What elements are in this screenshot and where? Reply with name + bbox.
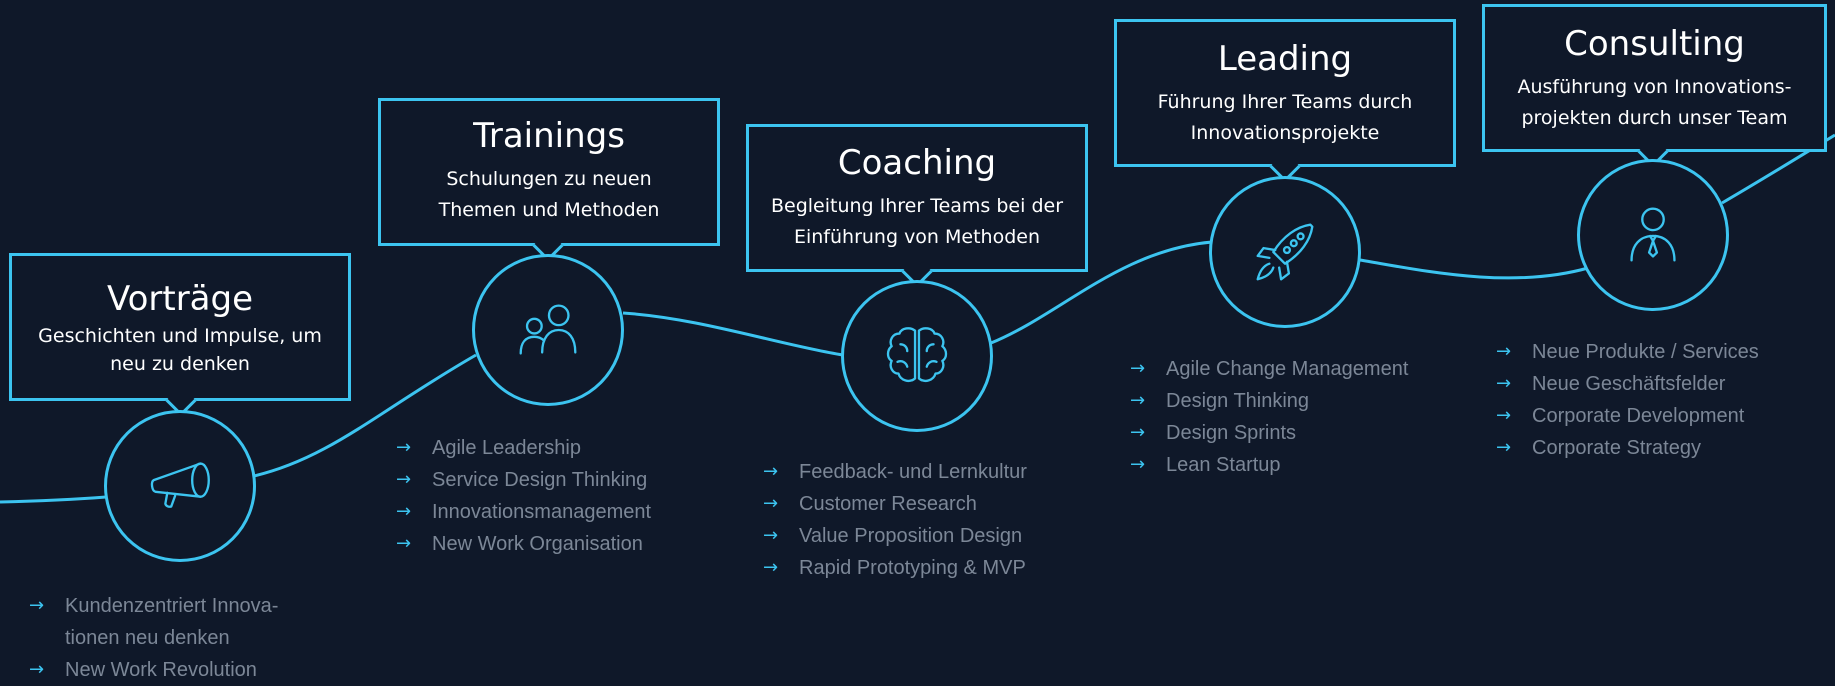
list-item-text: Design Sprints [1166,422,1297,444]
list-item: → Customer Research [763,488,1027,520]
list-item: → Service Design Thinking [396,464,651,496]
stage-box-consulting: Consulting Ausführung von Innovations- p… [1482,4,1827,152]
list-item: → New Work Organisation [396,528,651,560]
arrow-icon: → [29,659,45,680]
arrow-icon: → [1496,341,1512,362]
arrow-icon: → [1496,373,1512,394]
stage-node-coaching [841,280,993,432]
stage-node-leading [1209,176,1361,328]
list-item-text: Service Design Thinking [432,469,648,491]
list-item-text: Kundenzentriert Innova- tionen neu denke… [65,595,279,649]
stage-subtitle-line: Einführung von Methoden [793,226,1041,248]
list-item: → Rapid Prototyping & MVP [763,552,1027,584]
stage-node-consulting [1577,159,1729,311]
list-item-text: New Work Revolution [65,659,257,681]
list-item: → Design Thinking [1130,385,1408,417]
arrow-icon: → [763,525,779,546]
stage-subtitle-line: Führung Ihrer Teams durch [1157,91,1413,113]
stage-box-vortraege: Vorträge Geschichten und Impulse, um neu… [9,253,351,401]
list-item: → Corporate Development [1496,400,1759,432]
arrow-icon: → [29,595,45,616]
stage-subtitle-line: neu zu denken [110,353,250,375]
stage-box-coaching: Coaching Begleitung Ihrer Teams bei der … [746,124,1088,272]
list-item: → Neue Geschäftsfelder [1496,368,1759,400]
arrow-icon: → [396,501,412,522]
arrow-icon: → [396,533,412,554]
arrow-icon: → [1130,358,1146,379]
stage-list-leading: → Agile Change Management → Design Thinkin… [1130,353,1408,481]
list-item-text: Design Thinking [1166,390,1310,412]
list-item-text: New Work Organisation [432,533,643,555]
arrow-icon: → [396,437,412,458]
list-item-text: Rapid Prototyping & MVP [799,557,1026,579]
stage-subtitle-line: projekten durch unser Team [1521,107,1788,129]
arrow-icon: → [1496,405,1512,426]
stage-subtitle-line: Themen und Methoden [438,199,660,221]
stage-title: Coaching [837,143,997,183]
list-item-text: Customer Research [799,493,977,515]
list-item-text: Lean Startup [1166,454,1281,476]
list-item-text: Neue Produkte / Services [1532,341,1759,363]
list-item: → Agile Leadership [396,432,651,464]
stage-title: Trainings [473,116,625,156]
list-item-text: Value Proposition Design [799,525,1023,547]
stage-node-trainings [472,254,624,406]
list-item: → Design Sprints [1130,417,1408,449]
list-item-text: Neue Geschäftsfelder [1532,373,1726,395]
stage-list-trainings: → Agile Leadership → Service Design Thinki… [396,432,651,560]
arrow-icon: → [763,557,779,578]
list-item: → Lean Startup [1130,449,1408,481]
list-item-text: Feedback- und Lernkultur [799,461,1027,483]
list-item-text: Innovationsmanagement [432,501,652,523]
arrow-icon: → [396,469,412,490]
list-item-text: Agile Change Management [1166,358,1409,380]
megaphone-icon [150,462,210,508]
stage-list-vortraege: → Kundenzentriert Innova- tionen neu denk… [29,590,278,686]
list-item: → New Work Revolution [29,654,278,686]
arrow-icon: → [1130,390,1146,411]
stage-list-consulting: → Neue Produkte / Services → Neue Geschäft… [1496,336,1759,464]
list-item: → Kundenzentriert Innova- tionen neu denk… [29,590,278,654]
arrow-icon: → [763,493,779,514]
list-item-text: Corporate Development [1532,405,1745,427]
arrow-icon: → [1130,422,1146,443]
list-item-text: Agile Leadership [432,437,581,459]
list-item: → Neue Produkte / Services [1496,336,1759,368]
stage-subtitle-line: Geschichten und Impulse, um [38,325,322,347]
stage-title: Leading [1217,39,1353,79]
list-item-text: Corporate Strategy [1532,437,1701,459]
brain-icon [886,327,948,382]
stage-box-leading: Leading Führung Ihrer Teams durch Innova… [1114,19,1456,167]
consultant-icon [1630,207,1676,262]
stage-node-vortraege [104,410,256,562]
stage-title: Vorträge [106,279,254,319]
stage-subtitle-line: Innovationsprojekte [1190,122,1380,144]
stage-subtitle-line: Begleitung Ihrer Teams bei der [770,195,1064,217]
list-item: → Value Proposition Design [763,520,1027,552]
list-item: → Agile Change Management [1130,353,1408,385]
stage-box-trainings: Trainings Schulungen zu neuen Themen und… [378,98,720,246]
stage-title: Consulting [1564,24,1745,64]
people-icon [519,304,577,355]
stage-list-coaching: → Feedback- und Lernkultur → Customer Rese… [763,456,1027,584]
stage-subtitle-line: Ausführung von Innovations- [1517,76,1792,98]
list-item: → Corporate Strategy [1496,432,1759,464]
list-item: → Feedback- und Lernkultur [763,456,1027,488]
arrow-icon: → [1130,454,1146,475]
arrow-icon: → [763,461,779,482]
stage-subtitle-line: Schulungen zu neuen [446,168,652,190]
list-item: → Innovationsmanagement [396,496,651,528]
arrow-icon: → [1496,437,1512,458]
rocket-icon [1256,223,1314,281]
